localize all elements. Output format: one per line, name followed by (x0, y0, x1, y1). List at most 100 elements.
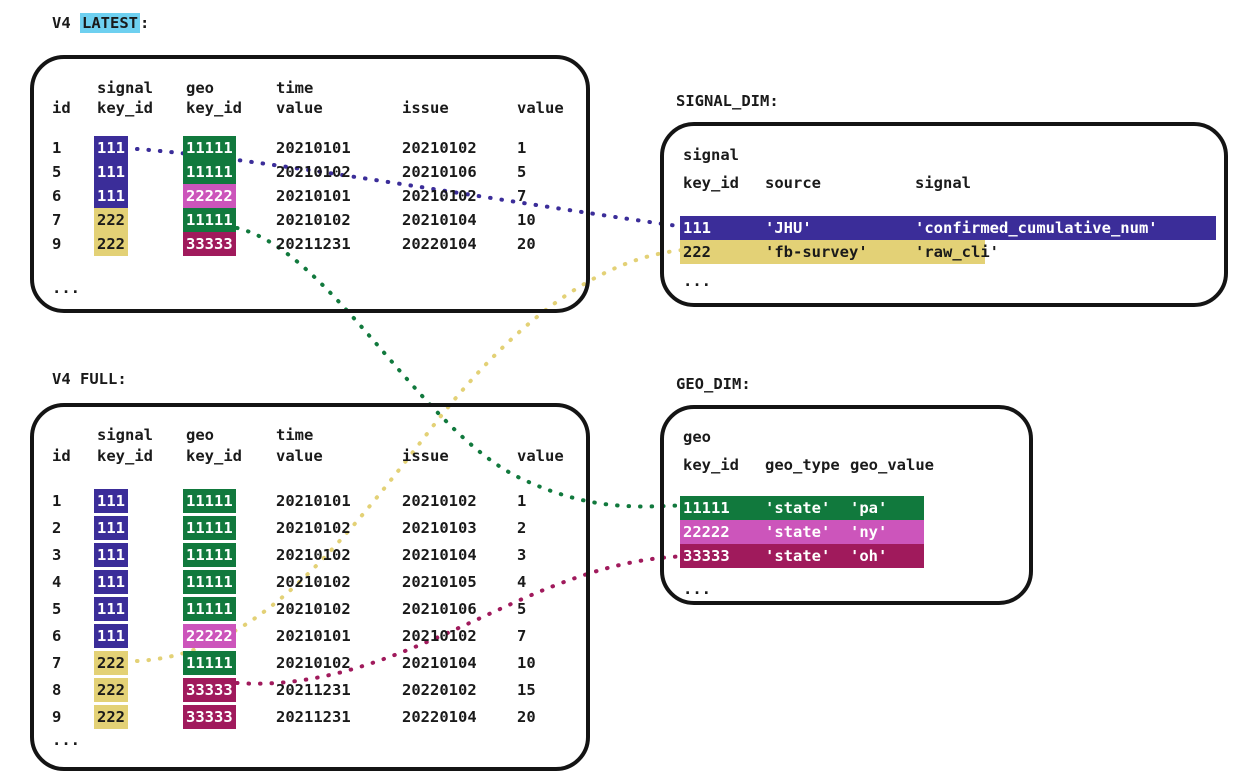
cell-time-value: 20211231 (276, 235, 351, 253)
gd-h-key-id: key_id (683, 456, 739, 474)
cell-issue: 20210104 (402, 211, 477, 229)
cell-value: 1 (517, 139, 527, 157)
full-h-time-value: value (276, 447, 323, 465)
cell-time-value: 20210101 (276, 627, 351, 645)
gd-h-geo-type: geo_type (765, 456, 840, 474)
cell-geo-key-id: 11111 (183, 570, 236, 594)
cell-signal-key-id: 222 (94, 232, 128, 256)
cell-geo-key-id: 11111 (183, 651, 236, 675)
cell-signal-key-id: 222 (94, 705, 128, 729)
latest-caption-prefix: V4 (52, 14, 80, 32)
cell-value: 3 (517, 546, 527, 564)
cell-geo-key-id: 11111 (183, 543, 236, 567)
latest-h-time: time (276, 79, 314, 97)
full-h-issue: issue (402, 447, 449, 465)
cell-id: 6 (52, 187, 62, 205)
geo-dim-caption: GEO_DIM: (676, 375, 751, 393)
geo-dim-cell-key_id: 33333 (683, 547, 730, 565)
sd-h-signal: signal (683, 146, 739, 164)
geo-dim-row-band (680, 544, 924, 568)
signal-dim-cell-signal: 'confirmed_cumulative_num' (915, 219, 1158, 237)
geo-dim-row-band (680, 496, 924, 520)
latest-h-time-value: value (276, 99, 323, 117)
cell-issue: 20210102 (402, 139, 477, 157)
full-caption: V4 FULL: (52, 370, 127, 388)
cell-geo-key-id: 11111 (183, 489, 236, 513)
geo-dim-cell-key_id: 11111 (683, 499, 730, 517)
cell-id: 1 (52, 139, 62, 157)
cell-geo-key-id: 33333 (183, 678, 236, 702)
cell-time-value: 20210101 (276, 187, 351, 205)
sd-h-source: source (765, 174, 821, 192)
sd-h-signal-col: signal (915, 174, 971, 192)
cell-value: 15 (517, 681, 536, 699)
cell-signal-key-id: 222 (94, 651, 128, 675)
cell-id: 9 (52, 235, 62, 253)
cell-geo-key-id: 33333 (183, 705, 236, 729)
cell-time-value: 20210102 (276, 519, 351, 537)
signal-dim-box (660, 122, 1228, 307)
cell-signal-key-id: 111 (94, 597, 128, 621)
full-ellipsis: ... (52, 731, 80, 749)
full-h-signal-key: key_id (97, 447, 153, 465)
geo-dim-row-band (680, 520, 924, 544)
cell-id: 4 (52, 573, 62, 591)
cell-id: 7 (52, 211, 62, 229)
cell-time-value: 20211231 (276, 708, 351, 726)
signal-dim-caption: SIGNAL_DIM: (676, 92, 779, 110)
cell-id: 6 (52, 627, 62, 645)
cell-geo-key-id: 11111 (183, 208, 236, 232)
cell-issue: 20210102 (402, 627, 477, 645)
cell-time-value: 20210102 (276, 573, 351, 591)
latest-h-value: value (517, 99, 564, 117)
cell-id: 3 (52, 546, 62, 564)
signal-dim-table: signal key_id source signal 111'JHU''con… (0, 0, 1216, 290)
cell-geo-key-id: 22222 (183, 184, 236, 208)
signal-dim-row-band (680, 216, 1216, 240)
cell-id: 5 (52, 163, 62, 181)
cell-value: 7 (517, 187, 527, 205)
cell-id: 1 (52, 492, 62, 510)
cell-signal-key-id: 111 (94, 160, 128, 184)
cell-value: 4 (517, 573, 527, 591)
sd-h-key-id: key_id (683, 174, 739, 192)
cell-issue: 20210103 (402, 519, 477, 537)
cell-geo-key-id: 33333 (183, 232, 236, 256)
geo-dim-cell-geo_value: 'pa' (850, 499, 888, 517)
cell-geo-key-id: 11111 (183, 136, 236, 160)
signal-dim-cell-source: 'fb-survey' (765, 243, 868, 261)
cell-issue: 20210105 (402, 573, 477, 591)
latest-h-geo: geo (186, 79, 214, 97)
cell-signal-key-id: 222 (94, 208, 128, 232)
signal-dim-row-band (680, 240, 985, 264)
geo-dim-cell-geo_type: 'state' (765, 499, 831, 517)
full-h-geo: geo (186, 426, 214, 444)
full-h-geo-key: key_id (186, 447, 242, 465)
cell-id: 9 (52, 708, 62, 726)
latest-table: signal geo time id key_id key_id value i… (0, 0, 564, 297)
cell-geo-key-id: 11111 (183, 160, 236, 184)
cell-value: 20 (517, 235, 536, 253)
cell-id: 7 (52, 654, 62, 672)
full-h-id: id (52, 447, 71, 465)
cell-signal-key-id: 111 (94, 516, 128, 540)
full-h-time: time (276, 426, 314, 444)
full-h-value: value (517, 447, 564, 465)
cell-time-value: 20211231 (276, 681, 351, 699)
cell-value: 5 (517, 163, 527, 181)
cell-time-value: 20210102 (276, 211, 351, 229)
cell-geo-key-id: 22222 (183, 624, 236, 648)
cell-signal-key-id: 222 (94, 678, 128, 702)
cell-time-value: 20210102 (276, 654, 351, 672)
gd-h-geo-value: geo_value (850, 456, 934, 474)
gd-h-geo: geo (683, 428, 711, 446)
cell-geo-key-id: 11111 (183, 597, 236, 621)
cell-signal-key-id: 111 (94, 136, 128, 160)
cell-issue: 20210102 (402, 492, 477, 510)
cell-issue: 20210106 (402, 600, 477, 618)
geo-dim-cell-geo_type: 'state' (765, 547, 831, 565)
cell-issue: 20210106 (402, 163, 477, 181)
cell-id: 5 (52, 600, 62, 618)
latest-h-issue: issue (402, 99, 449, 117)
